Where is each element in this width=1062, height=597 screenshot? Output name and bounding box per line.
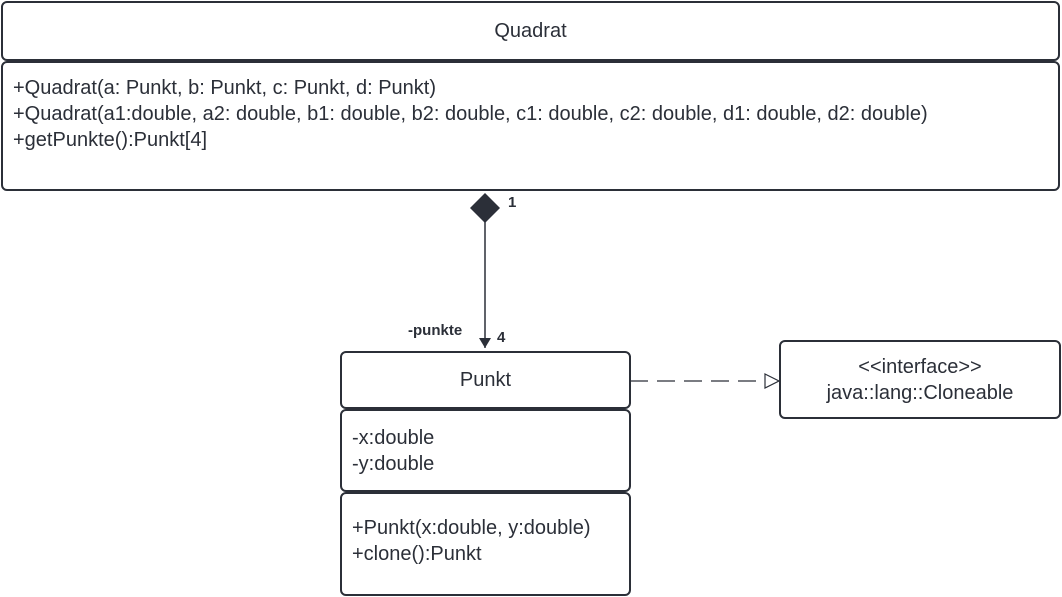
quadrat-operations[interactable]: +Quadrat(a: Punkt, b: Punkt, c: Punkt, d… [1, 61, 1060, 191]
target-role: -punkte [408, 322, 463, 339]
quadrat-operation: +getPunkte():Punkt[4] [13, 129, 208, 151]
quadrat-operation: +Quadrat(a1:double, a2: double, b1: doub… [13, 103, 928, 125]
quadrat-class-name[interactable]: Quadrat [1, 1, 1060, 61]
realization-arrowhead [764, 373, 781, 389]
punkt-attributes[interactable]: -x:double -y:double [340, 409, 631, 492]
interface-stereotype: <<interface>> [858, 355, 982, 378]
composition-diamond [470, 193, 500, 223]
quadrat-class-name-text: Quadrat [494, 19, 567, 42]
punkt-operation: +clone():Punkt [352, 543, 482, 565]
punkt-operations[interactable]: +Punkt(x:double, y:double) +clone():Punk… [340, 492, 631, 596]
punkt-class-name[interactable]: Punkt [340, 351, 631, 409]
quadrat-operation: +Quadrat(a: Punkt, b: Punkt, c: Punkt, d… [13, 77, 436, 99]
cloneable-interface[interactable]: <<interface>> java::lang::Cloneable [779, 340, 1061, 419]
interface-name: java::lang::Cloneable [826, 381, 1014, 404]
punkt-operation: +Punkt(x:double, y:double) [352, 517, 591, 539]
punkt-class-name-text: Punkt [459, 368, 512, 391]
target-multiplicity: 4 [497, 329, 506, 346]
punkt-attribute: -x:double [352, 427, 435, 449]
punkt-attribute: -y:double [352, 453, 435, 475]
source-multiplicity: 1 [508, 194, 517, 211]
